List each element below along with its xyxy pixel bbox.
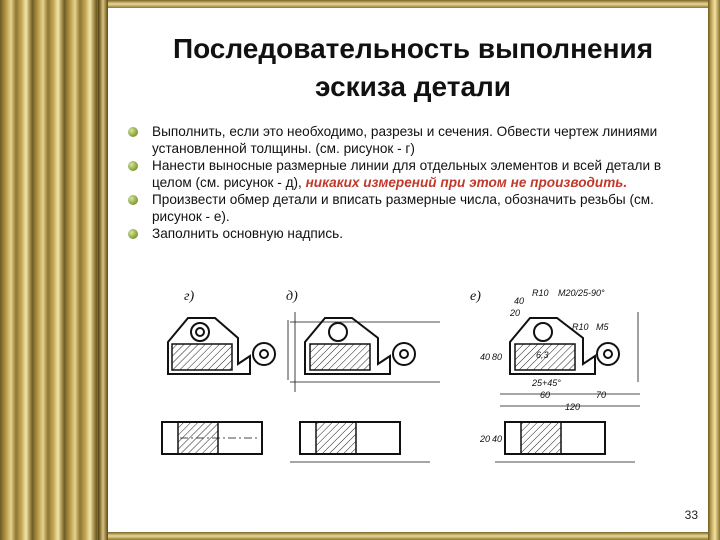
list-item: Выполнить, если это необходимо, разрезы … xyxy=(128,124,688,157)
bullet-text: Нанести выносные размерные линии для отд… xyxy=(152,158,662,190)
decorative-frame-right xyxy=(708,0,720,540)
slide-title: Последовательность выполнения эскиза дет… xyxy=(172,33,654,102)
figure-label: д) xyxy=(286,289,298,304)
dimension-label: 40 xyxy=(514,296,524,306)
bullet-emphasis: никаких измерений при этом не производит… xyxy=(305,174,628,190)
decorative-frame-left xyxy=(0,0,108,540)
dimension-label: 120 xyxy=(565,402,580,412)
drawing-e: е) xyxy=(470,289,640,463)
drawing-d: д) xyxy=(286,289,440,463)
list-item: Нанести выносные размерные линии для отд… xyxy=(128,158,688,191)
dimension-label: R10 xyxy=(532,288,549,298)
figure-label: г) xyxy=(184,289,194,304)
bullet-icon xyxy=(128,195,138,205)
dimension-label: 20 xyxy=(509,308,520,318)
dimension-label: 80 xyxy=(492,352,502,362)
dimension-label: 25+45° xyxy=(531,378,561,388)
technical-drawings: г) д) е) xyxy=(161,288,640,463)
dimension-label: 40 xyxy=(492,434,502,444)
page-number: 33 xyxy=(684,508,698,522)
dimension-label: R10 xyxy=(572,322,589,332)
figure-label: е) xyxy=(470,289,481,304)
decorative-frame-bottom xyxy=(108,532,708,540)
drawing-g: г) xyxy=(161,289,276,455)
bullet-icon xyxy=(128,127,138,137)
dimension-label: 6,3 xyxy=(536,350,549,360)
dimension-label: 60 xyxy=(540,390,550,400)
dimension-label: 40 xyxy=(480,352,490,362)
bullet-text: Заполнить основную надпись. xyxy=(152,226,344,241)
dimension-label: M20/25-90° xyxy=(558,288,605,298)
dimension-label: 20 xyxy=(479,434,490,444)
list-item: Заполнить основную надпись. xyxy=(128,226,688,243)
dimension-label: 70 xyxy=(596,390,606,400)
bullet-icon xyxy=(128,161,138,171)
bullet-text: Выполнить, если это необходимо, разрезы … xyxy=(152,124,658,156)
bullet-list: Выполнить, если это необходимо, разрезы … xyxy=(128,124,688,244)
decorative-frame-top xyxy=(108,0,708,8)
bullet-text: Произвести обмер детали и вписать размер… xyxy=(152,192,654,224)
list-item: Произвести обмер детали и вписать размер… xyxy=(128,192,688,225)
dimension-label: M5 xyxy=(596,322,609,332)
bullet-icon xyxy=(128,229,138,239)
